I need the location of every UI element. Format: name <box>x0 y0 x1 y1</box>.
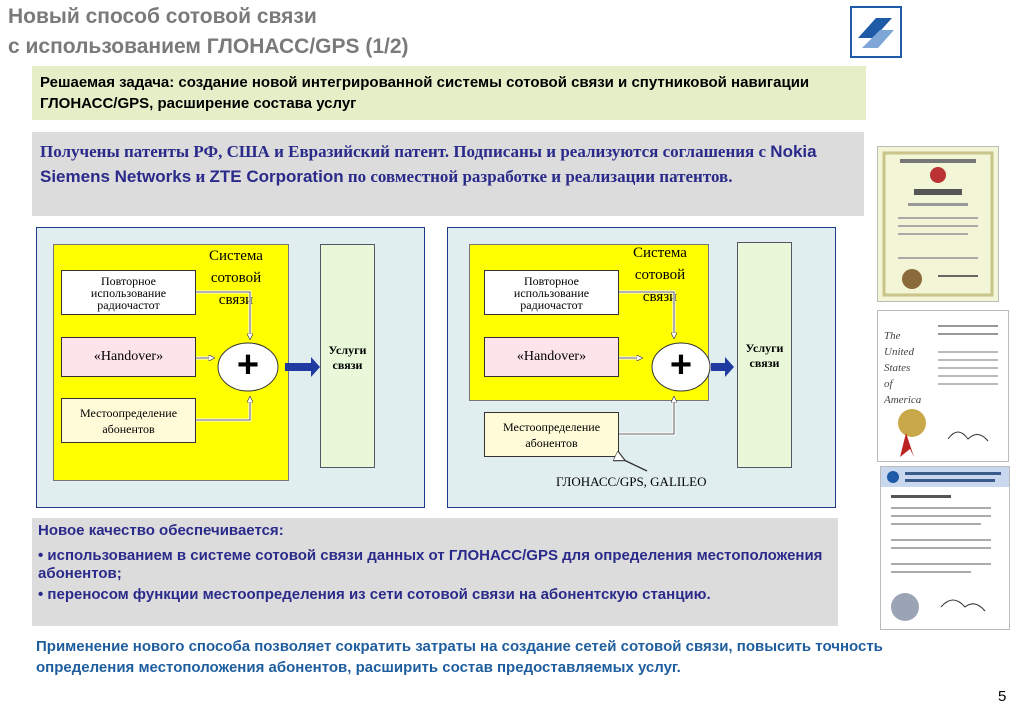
patents-text-1: Получены патенты РФ, США и Евразийский п… <box>40 142 771 161</box>
svg-text:of: of <box>884 378 895 390</box>
company-zte: ZTE Corporation <box>209 167 344 186</box>
system-title-left: Система сотовой связи <box>209 248 263 308</box>
location-box-right: Местоопределение абонентов <box>484 412 619 457</box>
title-line-2: с использованием ГЛОНАСС/GPS (1/2) <box>8 35 409 58</box>
page-title: Новый способ сотовой связи с использован… <box>8 2 409 62</box>
patent-usa-image: The United States of America <box>877 310 1009 462</box>
conclusion-text: Применение нового способа позволяет сокр… <box>36 638 883 676</box>
svg-text:United: United <box>884 346 914 358</box>
quality-bullet-2: • переносом функции местоопределения из … <box>38 586 711 603</box>
title-line-1: Новый способ сотовой связи <box>8 5 317 28</box>
patents-statement: Получены патенты РФ, США и Евразийский п… <box>32 132 864 216</box>
frequency-reuse-box-right: Повторное использование радиочастот <box>484 270 619 315</box>
services-block-left <box>320 244 375 468</box>
plus-icon-right: + <box>669 344 693 386</box>
quality-bullet-1: • использованием в системе сотовой связи… <box>38 547 823 582</box>
patent-rf-image <box>877 146 999 302</box>
patents-text-2: по совместной разработке и реализации па… <box>343 167 733 186</box>
satellite-systems-label: ГЛОНАСС/GPS, GALILEO <box>556 474 707 489</box>
task-statement: Решаемая задача: создание новой интегрир… <box>32 66 866 120</box>
diagram-right-connectors <box>447 290 734 472</box>
frequency-reuse-box-left: Повторное использование радиочастот <box>61 270 196 315</box>
plus-circle-left: + <box>216 341 280 393</box>
patent-eurasian-image <box>880 466 1010 630</box>
svg-text:The: The <box>884 330 901 342</box>
company-logo-icon <box>850 6 902 58</box>
company-nokia: Nokia Siemens Networks <box>40 142 817 186</box>
quality-heading: Новое качество обеспечивается: <box>38 522 284 539</box>
quality-section: Новое качество обеспечивается: • использ… <box>32 518 838 626</box>
handover-box-left: «Handover» <box>61 337 196 377</box>
svg-text:America: America <box>883 394 922 406</box>
plus-icon-left: + <box>236 344 260 386</box>
services-label-left: Услуги связи <box>328 343 367 372</box>
location-box-left: Местоопределение абонентов <box>61 398 196 443</box>
diagram-left-connectors <box>196 290 320 422</box>
page-number: 5 <box>998 688 1007 705</box>
handover-box-right: «Handover» <box>484 337 619 377</box>
svg-text:States: States <box>884 362 910 374</box>
plus-circle-right: + <box>650 341 712 393</box>
patents-and: и <box>191 167 210 186</box>
services-block-right <box>737 242 792 468</box>
services-label-right: Услуги связи <box>745 341 784 370</box>
